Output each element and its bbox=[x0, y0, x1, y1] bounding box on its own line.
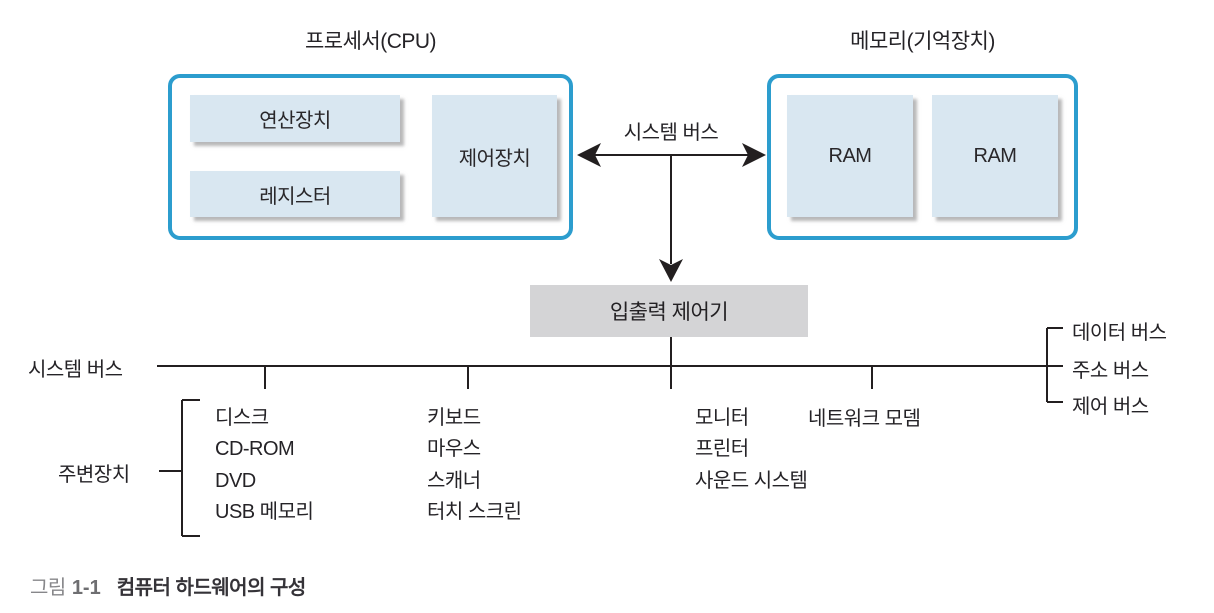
system-bus-left-label: 시스템 버스 bbox=[28, 359, 123, 381]
cpu-group-title: 프로세서(CPU) bbox=[304, 30, 437, 53]
arrowhead-left bbox=[577, 143, 601, 167]
system-bus-top-label: 시스템 버스 bbox=[623, 122, 719, 144]
caption-label: 그림 bbox=[30, 577, 66, 599]
register-box: 레지스터 bbox=[190, 171, 400, 217]
peripheral-column-1: 디스크 CD-ROM DVD USB 메모리 bbox=[215, 403, 314, 529]
peripheral-item: 프린터 bbox=[695, 438, 749, 461]
ram-box-1: RAM bbox=[787, 95, 913, 217]
peripheral-column-4: 네트워크 모뎀 bbox=[808, 404, 921, 435]
peripheral-item: DVD bbox=[215, 469, 256, 492]
arrowhead-down bbox=[659, 259, 683, 282]
arrowhead-right bbox=[742, 143, 766, 167]
peripheral-item: 네트워크 모뎀 bbox=[808, 408, 921, 430]
peripheral-item: 스캐너 bbox=[427, 469, 481, 492]
control-unit-box: 제어장치 bbox=[432, 95, 557, 217]
peripheral-item: CD-ROM bbox=[215, 438, 295, 461]
caption-title: 컴퓨터 하드웨어의 구성 bbox=[116, 577, 307, 599]
peripheral-item: 키보드 bbox=[427, 407, 481, 429]
peripheral-item: 사운드 시스템 bbox=[695, 469, 808, 492]
peripheral-item: 터치 스크린 bbox=[427, 501, 522, 524]
peripheral-item: 마우스 bbox=[427, 438, 481, 461]
io-controller-box: 입출력 제어기 bbox=[530, 285, 808, 337]
memory-group-title: 메모리(기억장치) bbox=[850, 30, 995, 53]
caption-number: 1-1 bbox=[71, 577, 101, 599]
alu-box: 연산장치 bbox=[190, 95, 400, 142]
peripheral-column-3: 모니터 프린터 사운드 시스템 bbox=[695, 403, 808, 497]
peripherals-label: 주변장치 bbox=[58, 464, 130, 486]
peripheral-item: 디스크 bbox=[215, 407, 269, 429]
peripheral-column-2: 키보드 마우스 스캐너 터치 스크린 bbox=[427, 403, 522, 529]
peripheral-item: USB 메모리 bbox=[215, 501, 314, 524]
data-bus-label: 데이터 버스 bbox=[1072, 322, 1167, 344]
address-bus-label: 주소 버스 bbox=[1072, 360, 1149, 382]
figure-caption: 그림 1-1 컴퓨터 하드웨어의 구성 bbox=[30, 571, 306, 600]
ram-box-2: RAM bbox=[932, 95, 1058, 217]
control-bus-label: 제어 버스 bbox=[1072, 396, 1149, 418]
peripheral-item: 모니터 bbox=[695, 407, 749, 429]
